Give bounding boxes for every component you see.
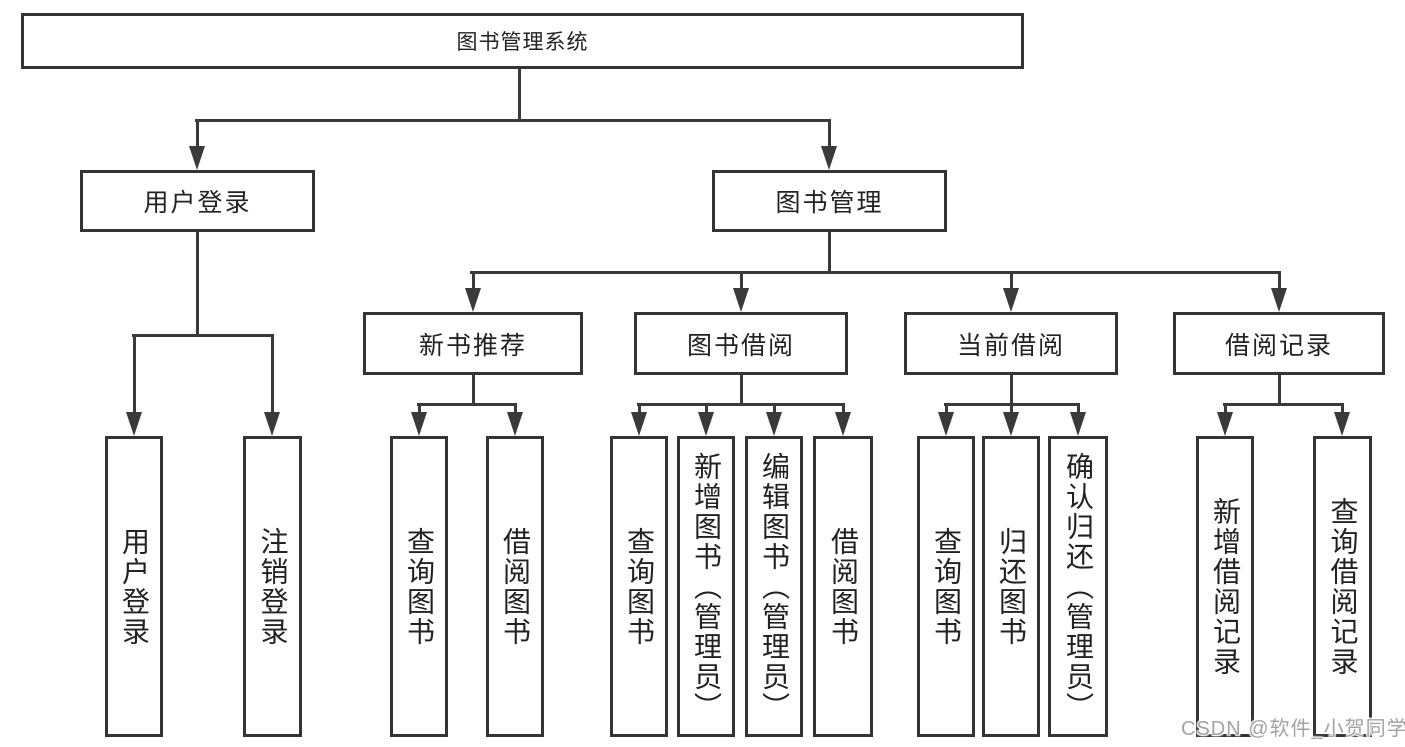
connector-line [514, 403, 517, 416]
arrowhead-icon [821, 146, 837, 170]
node-root: 图书管理系统 [21, 13, 1024, 69]
node-user-login-label: 用户登录 [143, 189, 252, 217]
leaf-borrow-books-label: 借阅图书 [828, 526, 859, 647]
connector-line [195, 119, 831, 122]
node-user-login: 用户登录 [80, 170, 315, 232]
leaf-user-login: 用户登录 [105, 436, 163, 737]
arrowhead-icon [938, 412, 954, 436]
connector-line [705, 403, 708, 416]
connector-line [418, 403, 421, 416]
connector-line [945, 403, 948, 416]
connector-line [271, 334, 274, 416]
leaf-current-query-books: 查询图书 [917, 436, 975, 737]
arrowhead-icon [1003, 288, 1019, 312]
arrowhead-icon [189, 146, 205, 170]
arrowhead-icon [465, 288, 481, 312]
leaf-confirm-return-admin-label: 确认归还（管理员） [1063, 451, 1094, 722]
node-borrow-records-label: 借阅记录 [1224, 331, 1333, 360]
connector-line [518, 69, 521, 121]
node-current-borrow-label: 当前借阅 [956, 331, 1065, 360]
connector-line [196, 232, 199, 336]
arrowhead-icon [507, 412, 523, 436]
leaf-borrow-query-books-label: 查询图书 [624, 526, 655, 647]
arrowhead-icon [1217, 412, 1233, 436]
arrowhead-icon [1003, 412, 1019, 436]
leaf-recommend-query-books: 查询图书 [390, 436, 448, 737]
leaf-confirm-return-admin: 确认归还（管理员） [1048, 436, 1108, 737]
leaf-return-books-label: 归还图书 [996, 526, 1027, 647]
connector-line [773, 403, 776, 416]
node-root-label: 图书管理系统 [456, 31, 589, 54]
node-book-management-label: 图书管理 [775, 189, 884, 217]
connector-line [132, 334, 274, 337]
arrowhead-icon [698, 412, 714, 436]
connector-line [1224, 403, 1227, 416]
leaf-return-books: 归还图书 [982, 436, 1040, 737]
connector-line [638, 403, 641, 416]
arrowhead-icon [1334, 412, 1350, 436]
connector-line [196, 119, 199, 150]
arrowhead-icon [126, 412, 142, 436]
leaf-recommend-borrow-books-label: 借阅图书 [500, 526, 531, 647]
leaf-borrow-books: 借阅图书 [813, 436, 873, 737]
leaf-add-borrow-record-label: 新增借阅记录 [1210, 496, 1241, 677]
connector-line [740, 375, 743, 405]
connector-line [1077, 403, 1080, 416]
node-new-book-recommend-label: 新书推荐 [418, 331, 527, 360]
connector-line [1010, 375, 1013, 405]
leaf-query-borrow-record: 查询借阅记录 [1313, 436, 1372, 737]
arrowhead-icon [1271, 288, 1287, 312]
node-borrow-records: 借阅记录 [1173, 312, 1385, 375]
connector-line [133, 334, 136, 416]
connector-line [472, 375, 475, 405]
connector-line [1010, 403, 1013, 416]
connector-line [1278, 375, 1281, 405]
connector-line [842, 403, 845, 416]
node-book-management: 图书管理 [712, 170, 947, 232]
node-new-book-recommend: 新书推荐 [363, 312, 583, 375]
leaf-logout-label: 注销登录 [257, 526, 289, 647]
connector-line [417, 403, 517, 406]
connector-line [1341, 403, 1344, 416]
connector-line [740, 271, 743, 293]
leaf-borrow-query-books: 查询图书 [610, 436, 668, 737]
leaf-add-borrow-record: 新增借阅记录 [1196, 436, 1254, 737]
leaf-edit-books-admin: 编辑图书（管理员） [745, 436, 803, 737]
node-current-borrow: 当前借阅 [904, 312, 1118, 375]
leaf-edit-books-admin-label: 编辑图书（管理员） [759, 451, 790, 722]
arrowhead-icon [733, 288, 749, 312]
leaf-user-login-label: 用户登录 [119, 526, 150, 647]
leaf-query-borrow-record-label: 查询借阅记录 [1327, 496, 1359, 677]
connector-line [1223, 403, 1344, 406]
leaf-add-books-admin-label: 新增图书（管理员） [691, 451, 722, 722]
node-book-borrow-label: 图书借阅 [686, 331, 795, 360]
arrowhead-icon [766, 412, 782, 436]
csdn-watermark: CSDN @软件_小贺同学 [1181, 718, 1405, 740]
arrowhead-icon [1070, 412, 1086, 436]
arrowhead-icon [264, 412, 280, 436]
leaf-current-query-books-label: 查询图书 [931, 526, 962, 647]
leaf-logout: 注销登录 [243, 436, 302, 737]
connector-line [472, 271, 475, 293]
leaf-recommend-borrow-books: 借阅图书 [486, 436, 544, 737]
connector-line [1278, 271, 1281, 293]
connector-line [637, 403, 845, 406]
leaf-recommend-query-books-label: 查询图书 [404, 526, 435, 647]
connector-line [828, 232, 831, 274]
leaf-add-books-admin: 新增图书（管理员） [677, 436, 735, 737]
arrowhead-icon [411, 412, 427, 436]
connector-line [470, 271, 1281, 274]
arrowhead-icon [835, 412, 851, 436]
node-book-borrow: 图书借阅 [634, 312, 848, 375]
connector-line [828, 119, 831, 150]
arrowhead-icon [631, 412, 647, 436]
connector-line [1010, 271, 1013, 293]
